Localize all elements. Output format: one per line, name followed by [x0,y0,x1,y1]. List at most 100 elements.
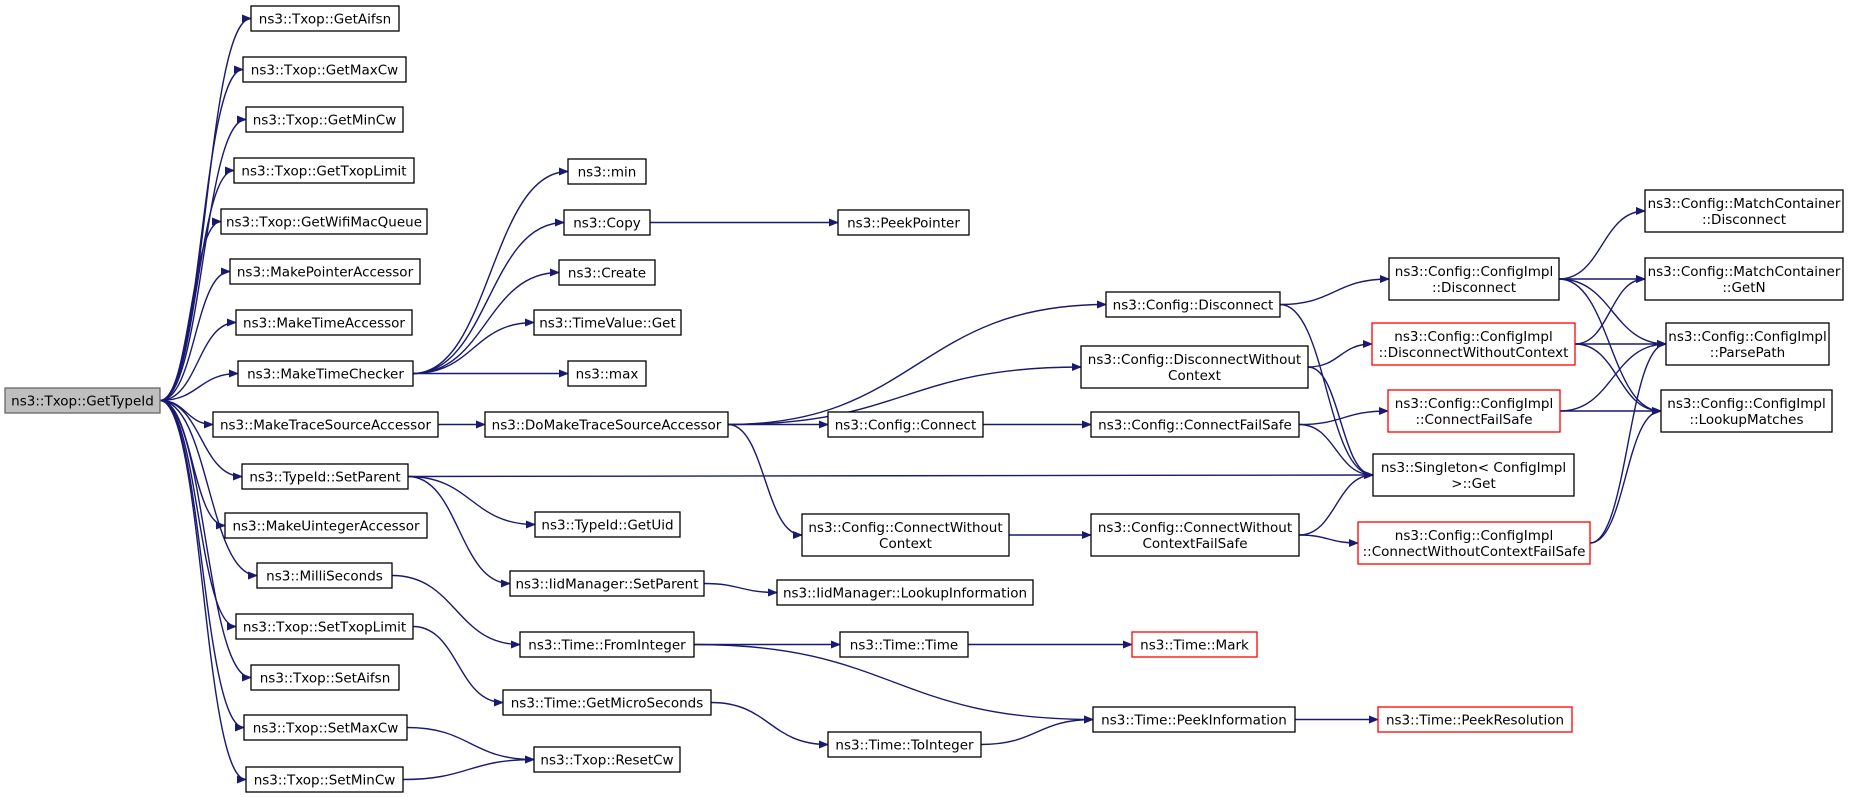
node-label: ::ConnectFailSafe [1415,412,1532,428]
node-label: ns3::MilliSeconds [266,569,383,585]
edge-setParent-to-singletonGet [407,471,1374,480]
node-makeTimeAccessor[interactable]: ns3::MakeTimeAccessor [235,309,413,336]
node-min[interactable]: ns3::min [567,158,647,185]
edge-implDisconnectWithoutContext-to-mcGetN [1574,275,1646,345]
node-label: ns3::PeekPointer [847,216,960,232]
node-label: ns3::TypeId::SetParent [249,470,400,486]
node-setAifsn[interactable]: ns3::Txop::SetAifsn [250,664,400,691]
node-peekPointer[interactable]: ns3::PeekPointer [837,209,970,236]
node-box [241,463,409,490]
node-setMinCw[interactable]: ns3::Txop::SetMinCw [245,766,404,793]
node-box [776,579,1034,606]
node-setTxopLimit[interactable]: ns3::Txop::SetTxopLimit [235,613,414,640]
node-timeTime[interactable]: ns3::Time::Time [839,631,969,658]
node-copy[interactable]: ns3::Copy [563,209,651,236]
node-setParent[interactable]: ns3::TypeId::SetParent [241,463,409,490]
node-label: ns3::Config::Disconnect [1113,298,1274,314]
node-label: ns3::Txop::SetMaxCw [253,721,399,737]
node-cfgDisconnect[interactable]: ns3::Config::Disconnect [1105,291,1281,318]
node-label: ns3::Time::PeekInformation [1101,713,1287,729]
node-box [519,631,695,658]
node-box [250,5,400,32]
node-label: ::Disconnect [1702,212,1786,228]
node-create[interactable]: ns3::Create [558,259,656,286]
node-setMaxCw[interactable]: ns3::Txop::SetMaxCw [243,714,408,741]
node-label: ns3::Txop::SetTxopLimit [243,620,406,636]
node-milliSeconds[interactable]: ns3::MilliSeconds [256,562,393,589]
node-box [1357,521,1591,565]
node-makeTraceSourceAccessor[interactable]: ns3::MakeTraceSourceAccessor [212,411,439,438]
node-root[interactable]: ns3::Txop::GetTypeId [4,387,161,414]
node-implDisconnectWithoutContext[interactable]: ns3::Config::ConfigImpl::DisconnectWitho… [1371,322,1576,366]
edge-cfgDisconnectWithoutContext-to-singletonGet [1307,366,1374,479]
node-timeValueGet[interactable]: ns3::TimeValue::Get [533,309,682,336]
node-cfgConnect[interactable]: ns3::Config::Connect [827,411,984,438]
node-resetCw[interactable]: ns3::Txop::ResetCw [533,746,681,773]
node-label: ns3::IidManager::SetParent [516,577,699,593]
node-box [533,309,682,336]
node-lookupMatches[interactable]: ns3::Config::ConfigImpl::LookupMatches [1660,389,1833,433]
node-label: ns3::Time::PeekResolution [1386,713,1564,729]
edge-cfgDisconnect-to-singletonGet [1279,303,1374,479]
node-cfgConnectWithoutContext[interactable]: ns3::Config::ConnectWithoutContext [801,513,1010,557]
node-mcGetN[interactable]: ns3::Config::MatchContainer::GetN [1644,257,1844,301]
node-fromInteger[interactable]: ns3::Time::FromInteger [519,631,695,658]
node-parsePath[interactable]: ns3::Config::ConfigImpl::ParsePath [1665,322,1830,366]
node-label: ns3::Txop::ResetCw [540,753,673,769]
node-iidSetParent[interactable]: ns3::IidManager::SetParent [509,570,705,597]
node-getTxopLimit[interactable]: ns3::Txop::GetTxopLimit [233,157,415,184]
node-getMicroSeconds[interactable]: ns3::Time::GetMicroSeconds [502,689,712,716]
node-connectFailSafe[interactable]: ns3::Config::ConnectFailSafe [1090,411,1300,438]
node-box [1644,257,1844,301]
edge-getMicroSeconds-to-toInteger [710,701,829,749]
node-doMakeTraceSourceAccessor[interactable]: ns3::DoMakeTraceSourceAccessor [484,411,729,438]
edge-root-to-milliSeconds [159,399,258,580]
node-box [237,360,414,387]
node-peekResolution[interactable]: ns3::Time::PeekResolution [1377,706,1573,733]
edge-implConnectWithoutContextFailSafe-to-lookupMatches [1589,407,1662,544]
node-box [1377,706,1573,733]
node-label: ns3::Txop::GetMaxCw [251,63,398,79]
node-implConnectFailSafe[interactable]: ns3::Config::ConfigImpl::ConnectFailSafe [1387,389,1561,433]
node-label: ns3::Config::Connect [835,418,977,434]
node-makePointerAccessor[interactable]: ns3::MakePointerAccessor [229,258,421,285]
node-makeUintegerAccessor[interactable]: ns3::MakeUintegerAccessor [224,512,428,539]
node-getWifiMacQueue[interactable]: ns3::Txop::GetWifiMacQueue [220,208,428,235]
node-getAifsn[interactable]: ns3::Txop::GetAifsn [250,5,400,32]
edge-cfgDisconnectWithoutContext-to-implDisconnectWithoutContext [1307,340,1373,368]
node-box [484,411,729,438]
node-box [509,570,705,597]
node-singletonGet[interactable]: ns3::Singleton< ConfigImpl>::Get [1372,453,1575,497]
node-toInteger[interactable]: ns3::Time::ToInteger [827,731,982,758]
node-timeMark[interactable]: ns3::Time::Mark [1131,631,1258,658]
node-connectWithoutContextFailSafe[interactable]: ns3::Config::ConnectWithoutContextFailSa… [1090,513,1300,557]
node-label: ns3::MakeUintegerAccessor [232,519,420,535]
edge-root-to-makeTimeChecker [159,369,239,402]
node-box [1387,389,1561,433]
node-label: ns3::Config::ConfigImpl [1667,396,1825,412]
node-peekInformation[interactable]: ns3::Time::PeekInformation [1092,706,1296,733]
edge-connectFailSafe-to-implConnectFailSafe [1298,407,1389,426]
node-max[interactable]: ns3::max [567,360,647,387]
node-label: ns3::MakePointerAccessor [237,265,414,281]
node-makeTimeChecker[interactable]: ns3::MakeTimeChecker [237,360,414,387]
node-box [558,259,656,286]
node-implConnectWithoutContextFailSafe[interactable]: ns3::Config::ConfigImpl::ConnectWithoutC… [1357,521,1591,565]
node-lookupInformation[interactable]: ns3::IidManager::LookupInformation [776,579,1034,606]
node-getUid[interactable]: ns3::TypeId::GetUid [534,511,681,538]
node-box [220,208,428,235]
node-mcDisconnect[interactable]: ns3::Config::MatchContainer::Disconnect [1644,189,1844,233]
node-getMinCw[interactable]: ns3::Txop::GetMinCw [245,106,404,133]
node-label: ns3::Config::ConnectWithout [1098,520,1292,536]
node-implDisconnect[interactable]: ns3::Config::ConfigImpl::Disconnect [1388,257,1560,301]
node-box [534,511,681,538]
edge-iidSetParent-to-lookupInformation [703,582,778,597]
node-label: ns3::MakeTimeAccessor [243,316,405,332]
edge-root-to-getMaxCw [159,65,244,402]
edge-makeTimeChecker-to-create [412,268,560,375]
edge-doMakeTraceSourceAccessor-to-cfgDisconnect [727,300,1107,426]
edge-implDisconnect-to-lookupMatches [1558,278,1662,415]
node-getMaxCw[interactable]: ns3::Txop::GetMaxCw [242,56,407,83]
node-cfgDisconnectWithoutContext[interactable]: ns3::Config::DisconnectWithoutContext [1080,345,1309,389]
node-box [233,157,415,184]
